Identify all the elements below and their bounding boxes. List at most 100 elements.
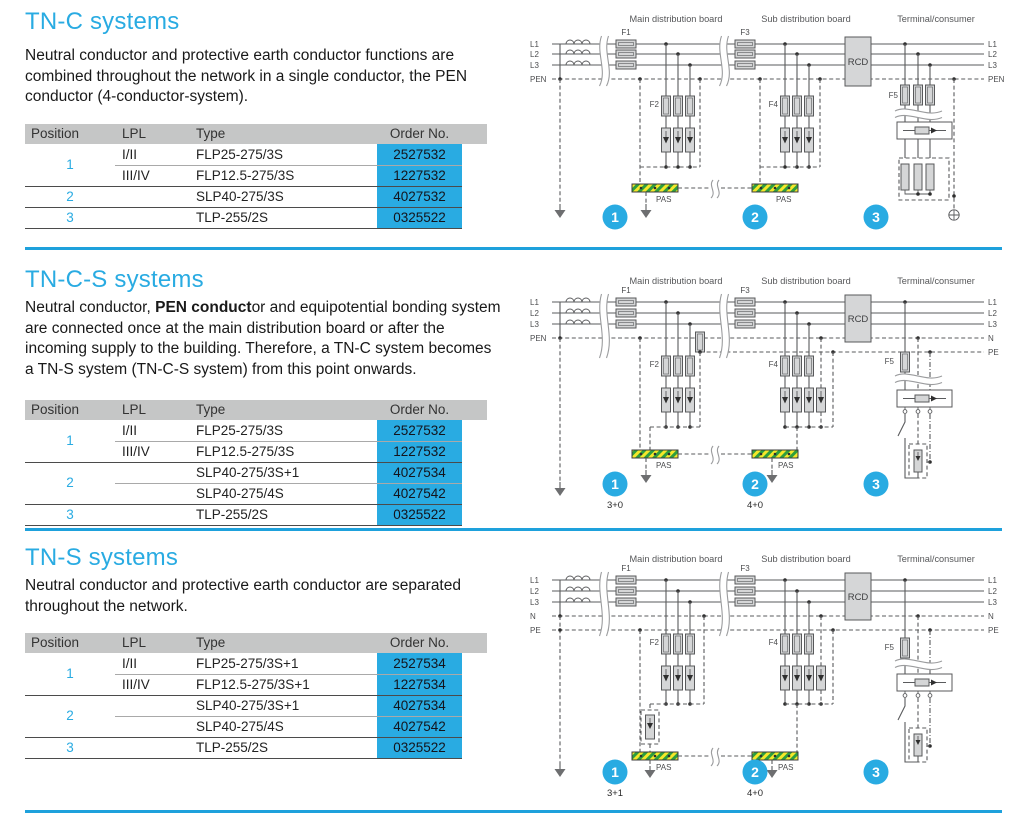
cell-type: FLP25-275/3S (196, 147, 284, 162)
bus-label-l1: L1 (530, 576, 539, 585)
cell-lpl: I/II (122, 423, 138, 438)
fuse-label-f4: F4 (769, 100, 779, 109)
marker-2 (742, 759, 768, 785)
marker-3 (863, 759, 889, 785)
cell-type: SLP40-275/3S+1 (196, 698, 300, 713)
transformer-coil (565, 39, 591, 45)
bus-label-l1: L1 (530, 40, 539, 49)
rcd-label: RCD (848, 57, 869, 68)
board-label-terminal: Terminal/consumer (897, 554, 975, 564)
cell-order: 4027542 (377, 483, 462, 504)
earth-symbol (766, 475, 778, 483)
bus-label-l2: L2 (530, 50, 539, 59)
col-header-order: Order No. (389, 126, 450, 141)
cell-type: SLP40-275/3S+1 (196, 465, 300, 480)
col-header-lpl: LPL (122, 635, 147, 650)
cell-order: 4027534 (377, 462, 462, 483)
pas-label: PAS (656, 763, 671, 772)
cell-order: 4027542 (377, 716, 462, 737)
cell-type: SLP40-275/4S (196, 719, 284, 734)
cell-type: SLP40-275/4S (196, 486, 284, 501)
section-heading-tns: TN-S systems (25, 544, 179, 571)
earth-symbol (766, 770, 778, 778)
tncs-circuit-diagram: Main distribution board Sub distribution… (530, 276, 999, 511)
fuse-label-f2: F2 (650, 100, 660, 109)
fuse-label-f3: F3 (740, 286, 750, 295)
group-divider (25, 525, 462, 526)
cell-order: 0325522 (377, 504, 462, 525)
fuse-label-f5: F5 (885, 357, 895, 366)
group-divider (25, 504, 462, 505)
marker-1-note: 3+0 (607, 500, 623, 511)
group-divider (25, 737, 462, 738)
cell-order: 0325522 (377, 737, 462, 758)
bus-label-l3-right: L3 (988, 61, 997, 70)
marker-2-number: 2 (751, 209, 759, 225)
marker-2 (742, 471, 768, 497)
group-divider (25, 462, 462, 463)
board-label-main: Main distribution board (630, 554, 723, 564)
cell-type: TLP-255/2S (196, 740, 269, 755)
table-row: III/IV FLP12.5-275/3S 1227532 (25, 441, 487, 462)
table-header: Position LPL Type Order No. (25, 124, 487, 144)
marker-3-number: 3 (872, 764, 880, 780)
earth-symbol (554, 769, 566, 777)
marker-2-number: 2 (751, 764, 759, 780)
col-header-order: Order No. (389, 402, 450, 417)
table-row: TLP-255/2S 0325522 (25, 504, 487, 525)
cell-position: 1 (66, 157, 74, 172)
section-heading-tnc: TN-C systems (25, 8, 180, 35)
tns-circuit-diagram: Main distribution board Sub distribution… (530, 554, 999, 799)
bus-label-l2: L2 (530, 309, 539, 318)
table-row: SLP40-275/4S 4027542 (25, 716, 487, 737)
table-row: I/II FLP25-275/3S+1 2527534 (25, 653, 487, 674)
marker-2-number: 2 (751, 476, 759, 492)
cell-order: 4027534 (377, 695, 462, 716)
table-row: SLP40-275/3S+1 4027534 (25, 695, 487, 716)
cell-position: 2 (66, 475, 74, 490)
group-divider (25, 186, 462, 187)
board-label-sub: Sub distribution board (761, 276, 850, 286)
cell-order: 0325522 (377, 207, 462, 228)
marker-1-number: 1 (611, 476, 619, 492)
col-header-position: Position (31, 126, 80, 141)
table-row: I/II FLP25-275/3S 2527532 (25, 420, 487, 441)
section-para-tnc: Neutral conductor and protective earth c… (25, 47, 468, 105)
pas-label: PAS (656, 461, 671, 470)
cell-lpl: III/IV (122, 677, 150, 692)
cell-order: 1227534 (377, 674, 462, 695)
board-label-main: Main distribution board (630, 14, 723, 24)
col-header-type: Type (196, 402, 226, 417)
marker-1 (602, 471, 628, 497)
table-row: TLP-255/2S 0325522 (25, 737, 487, 758)
board-label-sub: Sub distribution board (761, 14, 850, 24)
row-divider (115, 165, 462, 166)
group-divider (25, 758, 462, 759)
cell-type: FLP12.5-275/3S (196, 168, 295, 183)
bus-label-n: N (530, 612, 536, 621)
cell-order: 1227532 (377, 165, 462, 186)
bus-label-l2-right: L2 (988, 309, 997, 318)
section-divider (25, 810, 1002, 813)
cell-type: FLP12.5-275/3S+1 (196, 677, 310, 692)
row-divider (115, 483, 462, 484)
cell-type: SLP40-275/3S (196, 189, 284, 204)
row-divider (115, 674, 462, 675)
fuse-label-f4: F4 (769, 638, 779, 647)
marker-1-number: 1 (611, 209, 619, 225)
row-divider (115, 441, 462, 442)
bus-label-n-right: N (988, 334, 994, 343)
earth-symbol (554, 488, 566, 496)
marker-2 (742, 204, 768, 230)
cell-position: 1 (66, 433, 74, 448)
earth-symbol (640, 210, 652, 218)
cell-lpl: III/IV (122, 444, 150, 459)
pas-label: PAS (656, 195, 671, 204)
cell-lpl: I/II (122, 147, 138, 162)
table-header: Position LPL Type Order No. (25, 633, 487, 653)
col-header-position: Position (31, 402, 80, 417)
marker-3-number: 3 (872, 476, 880, 492)
table-row: III/IV FLP12.5-275/3S 1227532 (25, 165, 487, 186)
board-label-sub: Sub distribution board (761, 554, 850, 564)
bus-label-l1: L1 (530, 298, 539, 307)
